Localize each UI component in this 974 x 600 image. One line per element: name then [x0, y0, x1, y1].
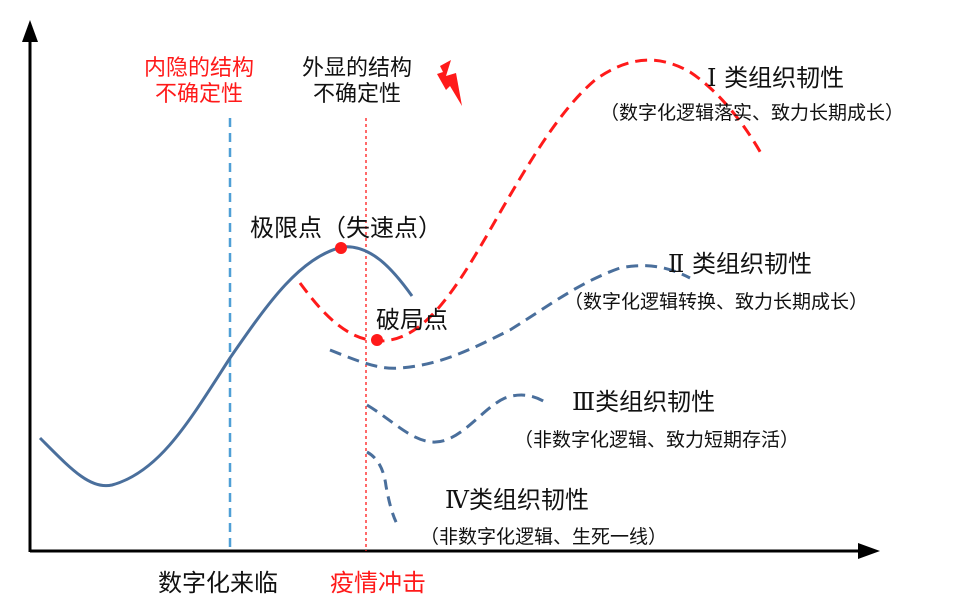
hidden-uncertainty-line2: 不确定性	[155, 82, 244, 107]
type4-title: Ⅳ类组织韧性	[445, 486, 589, 514]
type4-subtitle: （非数字化逻辑、生死一线）	[420, 526, 668, 548]
type2-subtitle: （数字化逻辑转换、致力长期成长）	[564, 291, 869, 313]
visible-uncertainty-label: 外显的结构 不确定性	[302, 56, 412, 108]
type3-title: Ⅲ类组织韧性	[572, 388, 716, 416]
y-axis-arrowhead	[22, 20, 38, 42]
type3-subtitle: （非数字化逻辑、致力短期存活）	[514, 429, 800, 451]
x-axis-covid-label: 疫情冲击	[330, 569, 426, 597]
type1-title: Ⅰ 类组织韧性	[707, 64, 845, 92]
type3-blue-dashed-curve	[366, 393, 546, 444]
breakout-point-label: 破局点	[376, 306, 448, 334]
hidden-uncertainty-label: 内隐的结构 不确定性	[144, 56, 254, 108]
limit-point-marker	[335, 242, 347, 254]
visible-uncertainty-line1: 外显的结构	[302, 56, 413, 81]
type2-title: Ⅱ 类组织韧性	[668, 250, 812, 278]
x-axis-arrowhead	[858, 543, 880, 559]
hidden-uncertainty-line1: 内隐的结构	[144, 56, 255, 81]
visible-uncertainty-line2: 不确定性	[313, 82, 402, 107]
main-trajectory-curve	[38, 245, 414, 488]
type1-subtitle: （数字化逻辑落实、致力长期成长）	[600, 102, 905, 124]
limit-point-label: 极限点（失速点）	[250, 214, 442, 242]
lightning-icon	[437, 60, 462, 106]
x-axis-digital-label: 数字化来临	[158, 569, 278, 597]
type2-blue-dashed-curve	[329, 264, 691, 370]
breakout-point-marker	[371, 334, 383, 346]
type4-blue-dashed-curve	[366, 450, 399, 525]
